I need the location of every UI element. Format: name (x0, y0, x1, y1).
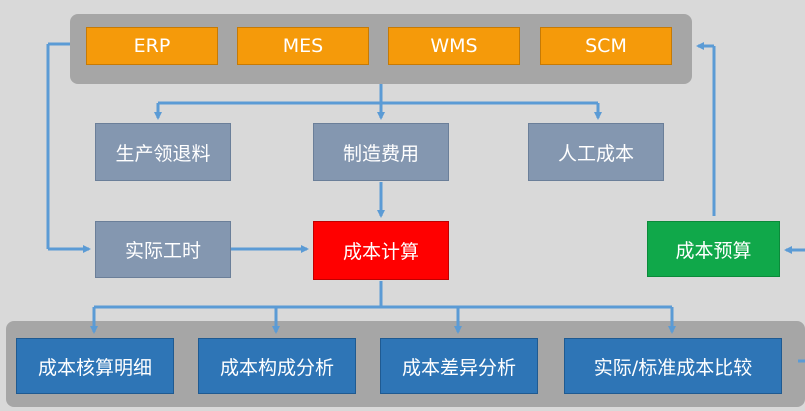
input-material: 生产领退料 (95, 123, 231, 181)
cost-budget: 成本预算 (647, 221, 780, 277)
output-cost-detail: 成本核算明细 (16, 338, 174, 394)
output-cost-structure: 成本构成分析 (198, 338, 356, 394)
input-labor: 人工成本 (528, 123, 664, 181)
output-cost-variance: 成本差异分析 (380, 338, 538, 394)
system-wms: WMS (388, 27, 520, 65)
cost-calculation: 成本计算 (313, 221, 449, 280)
input-overhead: 制造费用 (313, 123, 449, 181)
system-scm: SCM (540, 27, 672, 65)
input-worktime: 实际工时 (95, 221, 231, 278)
system-erp: ERP (86, 27, 218, 65)
system-mes: MES (237, 27, 369, 65)
output-actual-vs-standard: 实际/标准成本比较 (564, 338, 782, 394)
